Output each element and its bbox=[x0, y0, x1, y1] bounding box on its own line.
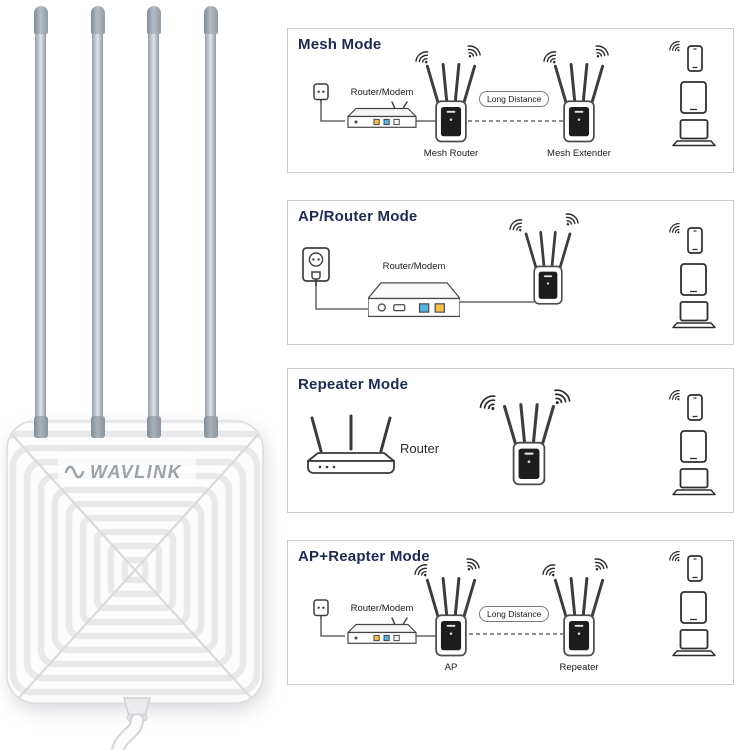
laptop-icon bbox=[672, 629, 716, 658]
router-modem-icon bbox=[346, 101, 418, 129]
panel-title: AP/Router Mode bbox=[298, 208, 418, 225]
mesh-extender-label: Mesh Extender bbox=[547, 148, 611, 159]
mesh-extender-icon bbox=[551, 61, 607, 145]
repeater-icon bbox=[500, 401, 558, 488]
wifi-signal-icon bbox=[666, 548, 685, 567]
diagonal-seams bbox=[7, 427, 263, 703]
laptop-icon bbox=[672, 301, 716, 330]
phone-icon bbox=[687, 45, 703, 72]
wavlink-logo: WAVLINK bbox=[58, 452, 196, 486]
wall-outlet-icon bbox=[313, 83, 329, 103]
long-distance-badge: Long Distance bbox=[479, 606, 550, 623]
brand-name: WAVLINK bbox=[90, 462, 183, 482]
tablet-icon bbox=[680, 591, 707, 624]
mesh-router-icon bbox=[423, 61, 479, 145]
laptop-icon bbox=[672, 119, 716, 148]
mesh-router-label: Mesh Router bbox=[423, 148, 479, 159]
ap-router-mode-panel: AP/Router Mode Router/Modem bbox=[287, 200, 734, 345]
tablet-icon bbox=[680, 430, 707, 463]
wifi-signal-icon bbox=[666, 220, 685, 239]
repeater-mode-panel: Repeater Mode Router bbox=[287, 368, 734, 513]
antenna-icon bbox=[146, 6, 161, 438]
access-point-icon bbox=[423, 575, 479, 659]
wireless-router-icon bbox=[306, 413, 396, 477]
repeater-label: Repeater bbox=[559, 662, 599, 673]
mesh-mode-panel: Mesh Mode Router/Modem Mesh Router Long … bbox=[287, 28, 734, 173]
long-distance-badge: Long Distance bbox=[479, 91, 550, 108]
laptop-icon bbox=[672, 468, 716, 497]
wall-outlet-icon bbox=[313, 599, 329, 619]
ap-label: AP bbox=[444, 662, 458, 673]
wall-outlet-icon bbox=[302, 247, 330, 287]
wifi-signal-icon bbox=[666, 38, 685, 57]
ap-plus-repeater-mode-panel: AP+Reapter Mode Router/Modem AP Long Dis… bbox=[287, 540, 734, 685]
wifi-signal-icon bbox=[462, 41, 485, 63]
wifi-signal-icon bbox=[666, 387, 685, 406]
antenna-icon bbox=[33, 6, 48, 438]
panel-title: AP+Reapter Mode bbox=[298, 548, 430, 565]
tablet-icon bbox=[680, 263, 707, 296]
antenna-icon bbox=[90, 6, 105, 438]
phone-icon bbox=[687, 227, 703, 254]
power-cable bbox=[110, 697, 151, 750]
router-modem-label: Router/Modem bbox=[350, 87, 414, 98]
router-modem-label: Router/Modem bbox=[350, 603, 414, 614]
panel-title: Repeater Mode bbox=[298, 376, 409, 393]
wifi-signal-icon bbox=[590, 41, 613, 63]
phone-icon bbox=[687, 394, 703, 421]
repeater-icon bbox=[551, 575, 607, 659]
tablet-icon bbox=[680, 81, 707, 114]
router-modem-label: Router/Modem bbox=[382, 261, 446, 272]
router-label: Router bbox=[400, 441, 440, 456]
antenna-icon bbox=[203, 6, 218, 438]
access-point-icon bbox=[522, 229, 574, 307]
router-modem-icon bbox=[346, 617, 418, 645]
panel-title: Mesh Mode bbox=[298, 36, 382, 53]
device-body: WAVLINK bbox=[6, 420, 264, 704]
router-modem-icon bbox=[368, 279, 460, 318]
wifi-signal-icon bbox=[475, 390, 503, 417]
wifi-signal-icon bbox=[589, 554, 612, 576]
wave-mark-icon bbox=[64, 465, 85, 479]
wifi-signal-icon bbox=[461, 554, 484, 576]
phone-icon bbox=[687, 555, 703, 582]
wifi-signal-icon bbox=[560, 209, 583, 231]
